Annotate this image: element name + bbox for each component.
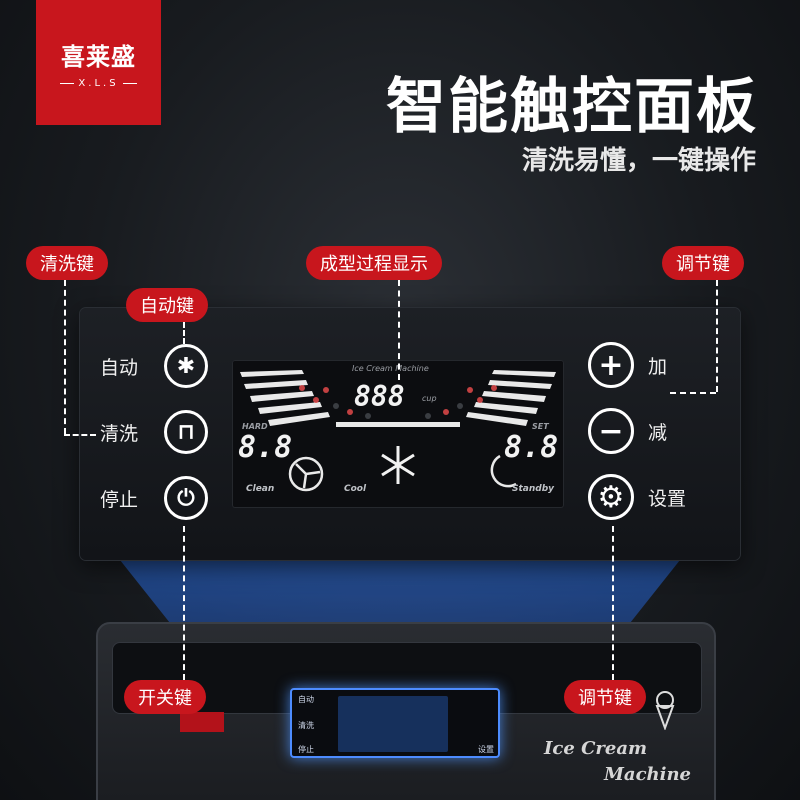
callout-adjust-top: 调节键	[662, 246, 744, 280]
mini-label-auto: 自动	[298, 695, 314, 704]
moon-icon	[490, 454, 517, 488]
brand-name: 喜莱盛	[61, 42, 136, 71]
lcd-progress-arcs	[240, 370, 556, 492]
fan-icon	[288, 456, 324, 492]
callout-display: 成型过程显示	[306, 246, 442, 280]
leader-power	[183, 526, 185, 680]
callout-auto-key: 自动键	[126, 288, 208, 322]
ice-cream-cone-icon	[652, 690, 678, 731]
gear-icon[interactable]: ⚙	[588, 474, 634, 520]
clean-label: 清洗	[100, 422, 139, 445]
auto-button-row[interactable]: 自动 ✱	[100, 344, 208, 388]
machine-red-switch	[180, 712, 224, 732]
machine-text-2: Machine	[604, 764, 692, 785]
center-snowflake-icon	[381, 446, 415, 484]
leader-auto	[183, 322, 185, 344]
mini-label-stop: 停止	[298, 745, 314, 754]
lcd-set-value: 8.8	[504, 430, 559, 465]
lcd-counter: 888	[354, 380, 405, 413]
headline-subtitle: 清洗易懂，一键操作	[521, 146, 756, 176]
lcd-hard-label: HARD	[242, 422, 268, 431]
faucet-icon[interactable]: ⊓	[164, 410, 208, 454]
lcd-mode-cool: Cool	[344, 484, 367, 494]
headline-title: 智能触控面板	[386, 72, 758, 142]
stop-button-row[interactable]: 停止 ⏻	[100, 476, 208, 520]
plus-icon[interactable]: +	[588, 342, 634, 388]
leader-clean-h	[64, 434, 96, 436]
plus-label: 加	[648, 355, 668, 378]
lcd-counter-unit: cup	[422, 394, 437, 403]
leader-adjust-top-v	[716, 280, 718, 392]
callout-clean-key: 清洗键	[26, 246, 108, 280]
leader-clean-v	[64, 280, 66, 434]
leader-adjust-bottom	[612, 526, 614, 680]
brand-sub: X.L.S	[60, 78, 136, 89]
stop-label: 停止	[100, 488, 139, 511]
plus-button-row[interactable]: + 加	[588, 342, 704, 388]
brand-logo: 喜莱盛 X.L.S	[36, 0, 161, 125]
clean-button-row[interactable]: 清洗 ⊓	[100, 410, 208, 454]
lcd-mode-standby: Standby	[512, 484, 555, 494]
lcd-mode-clean: Clean	[246, 484, 275, 494]
minus-label: 减	[648, 421, 668, 444]
mini-label-clean: 清洗	[298, 721, 314, 730]
snowflake-icon[interactable]: ✱	[164, 344, 208, 388]
lcd-display: Ice Cream Machine 888 cup HARD 8.8 SET 8…	[232, 360, 564, 508]
callout-power-key: 开关键	[124, 680, 206, 714]
mini-label-settings: 设置	[478, 745, 494, 754]
settings-label: 设置	[648, 487, 687, 510]
machine-text-1: Ice Cream	[544, 738, 648, 759]
lcd-hard-value: 8.8	[238, 430, 293, 465]
minus-icon[interactable]: −	[588, 408, 634, 454]
auto-label: 自动	[100, 356, 139, 379]
callout-adjust-bottom: 调节键	[564, 680, 646, 714]
lcd-top-text: Ice Cream Machine	[352, 364, 429, 373]
mini-lcd	[338, 696, 448, 752]
leader-adjust-top-h	[670, 392, 716, 394]
mini-control-panel: 自动 清洗 停止 设置	[290, 688, 500, 758]
leader-display	[398, 280, 400, 380]
lcd-set-label: SET	[532, 422, 549, 431]
settings-button-row[interactable]: ⚙ 设置	[588, 474, 704, 520]
power-icon[interactable]: ⏻	[164, 476, 208, 520]
minus-button-row[interactable]: − 减	[588, 408, 704, 454]
